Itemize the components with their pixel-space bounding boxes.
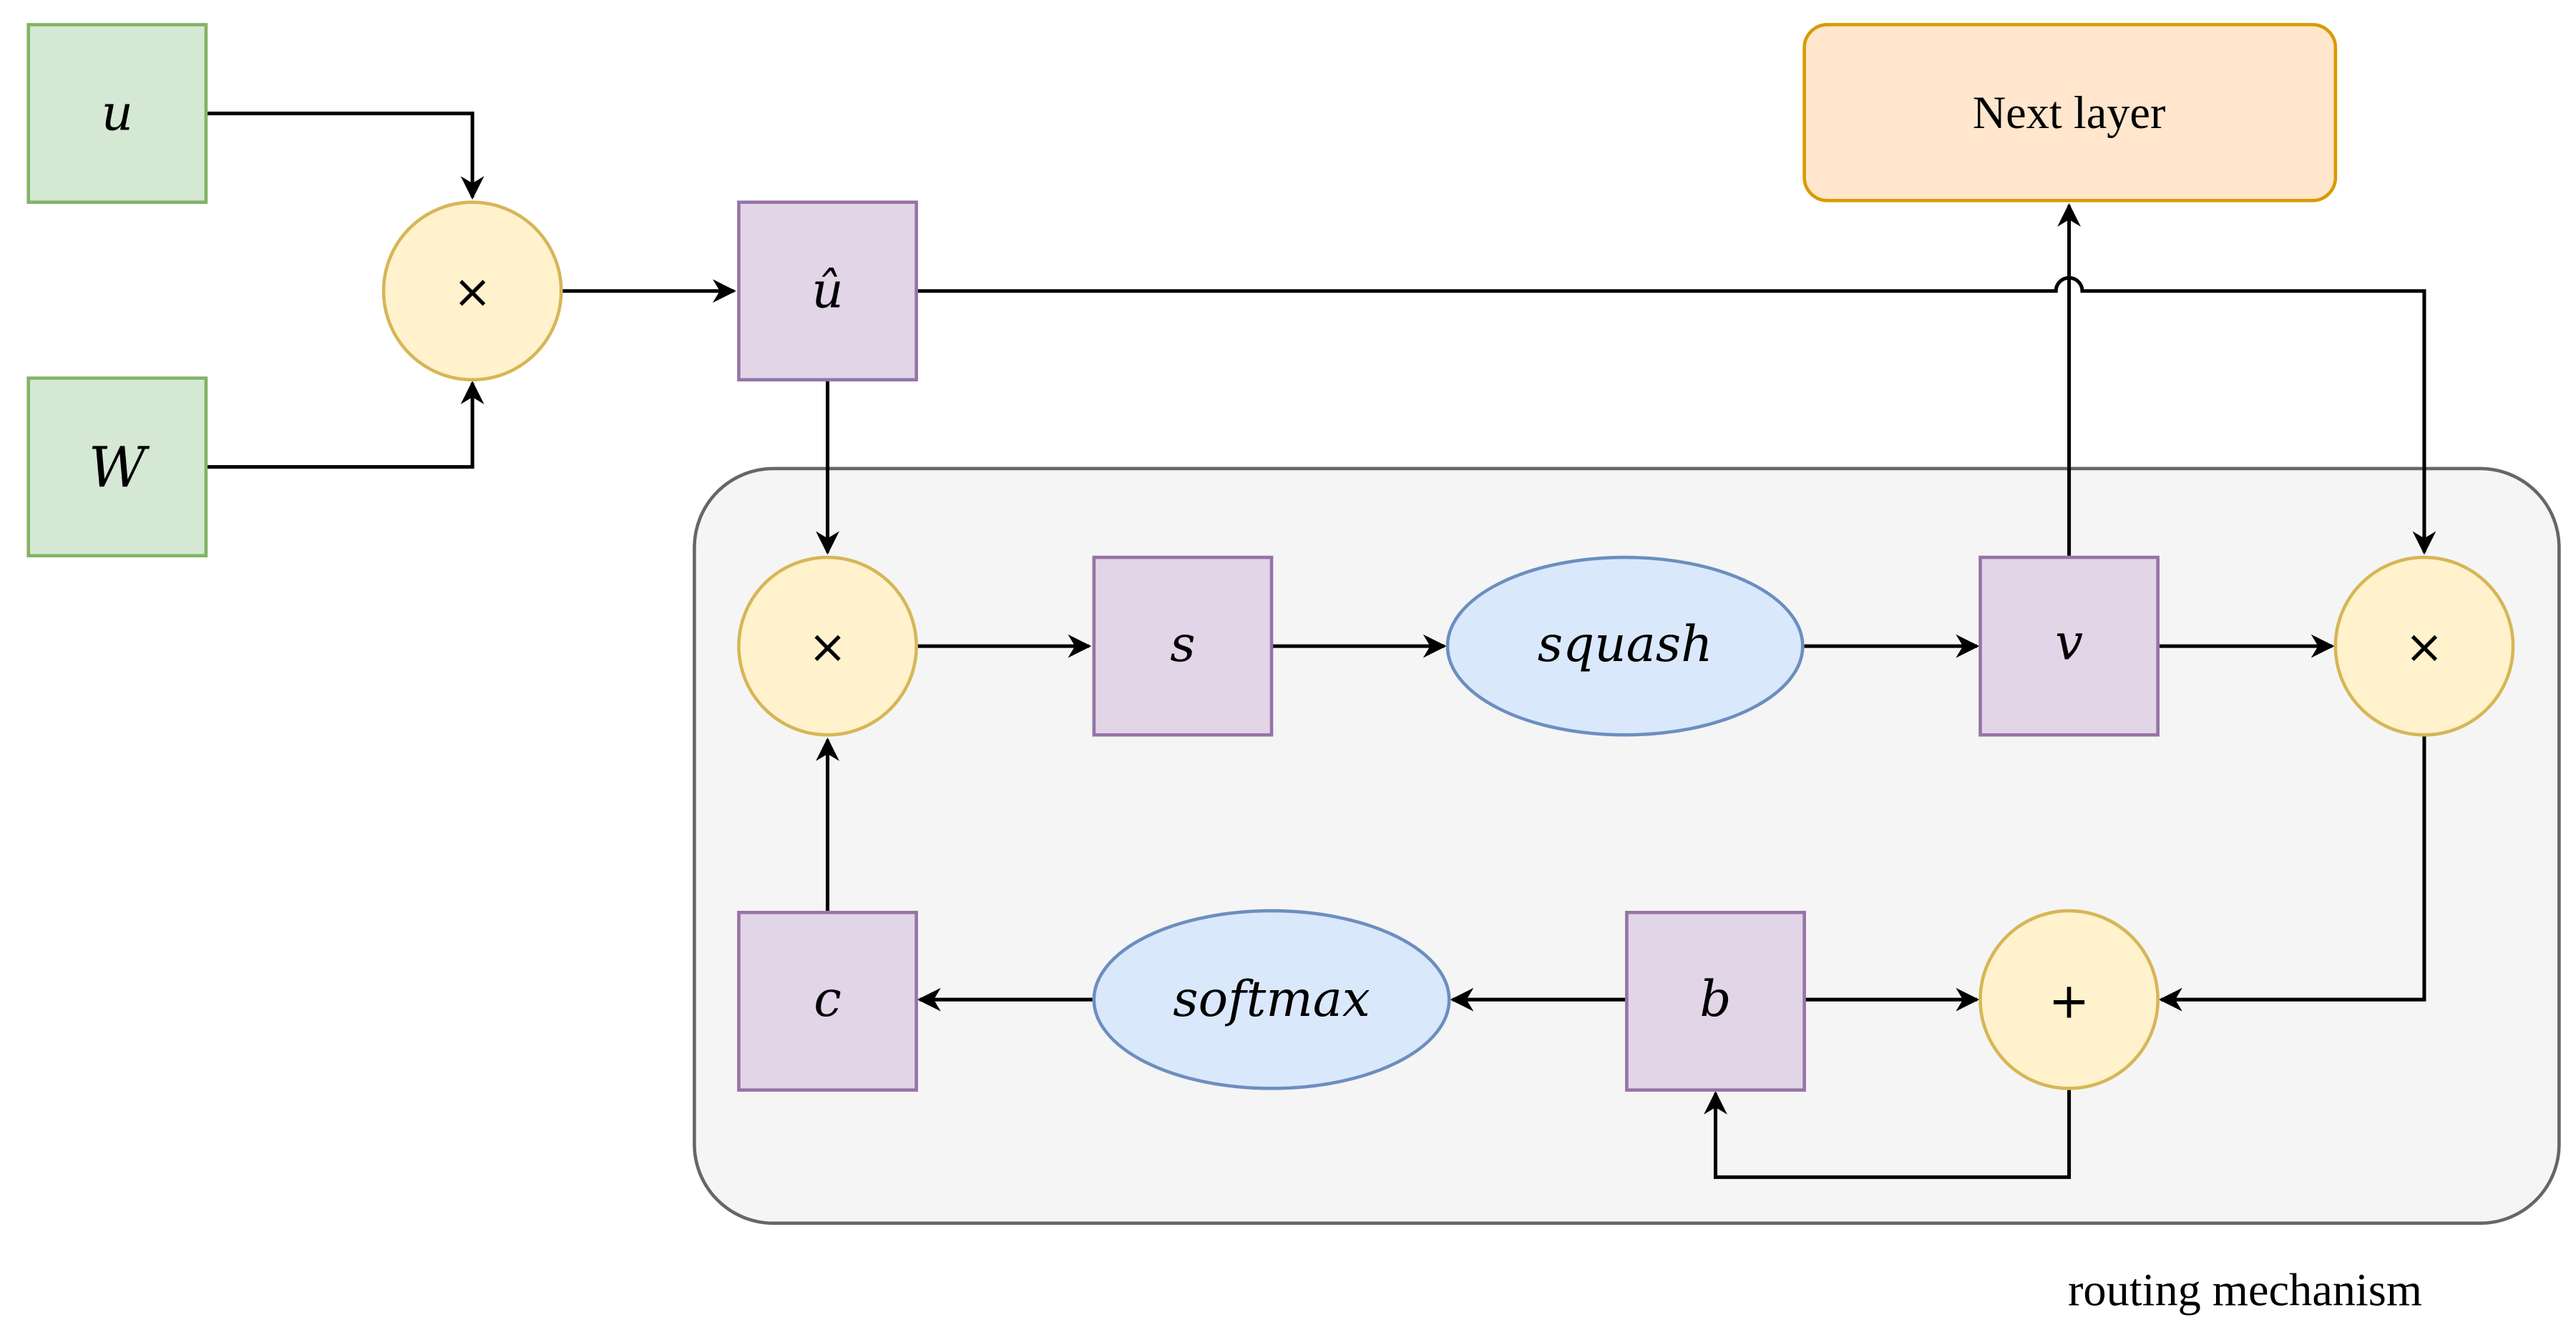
node-c: c [737, 911, 918, 1092]
node-v: v [1979, 555, 2160, 737]
edge-plus-to-b [1704, 1090, 2072, 1179]
node-squash: squash [1445, 555, 1805, 737]
node-multiply-top-label: × [453, 265, 492, 319]
node-W-label: W [89, 435, 150, 500]
node-plus: + [1979, 909, 2160, 1090]
node-W: W [26, 376, 208, 558]
node-u-hat-label: û [811, 263, 843, 320]
node-u-label: u [102, 85, 133, 142]
node-u-hat: û [737, 200, 918, 382]
edge-W-to-mult [205, 381, 484, 469]
node-s-label: s [1170, 616, 1195, 673]
node-squash-label: squash [1538, 616, 1713, 673]
node-u: u [26, 23, 208, 204]
routing-mechanism-label: routing mechanism [2068, 1265, 2422, 1316]
node-v-label: v [2055, 615, 2083, 672]
edges [205, 112, 2436, 1179]
node-softmax-label: softmax [1173, 971, 1370, 1028]
node-multiply-right: × [2333, 555, 2515, 737]
node-next-layer: Next layer [1802, 23, 2338, 202]
node-multiply-right-label: × [2405, 620, 2444, 674]
node-next-layer-label: Next layer [1973, 87, 2166, 138]
node-multiply-left: × [737, 555, 918, 737]
node-multiply-top: × [381, 200, 563, 382]
node-c-label: c [814, 971, 841, 1028]
node-b-label: b [1699, 971, 1731, 1028]
node-b: b [1625, 911, 1806, 1092]
edge-u-to-mult [205, 112, 484, 200]
node-plus-label: + [2049, 972, 2090, 1030]
node-multiply-left-label: × [809, 620, 847, 674]
edge-mult-right-to-plus [2158, 736, 2426, 1012]
node-softmax: softmax [1092, 909, 1451, 1090]
node-s: s [1092, 555, 1274, 737]
